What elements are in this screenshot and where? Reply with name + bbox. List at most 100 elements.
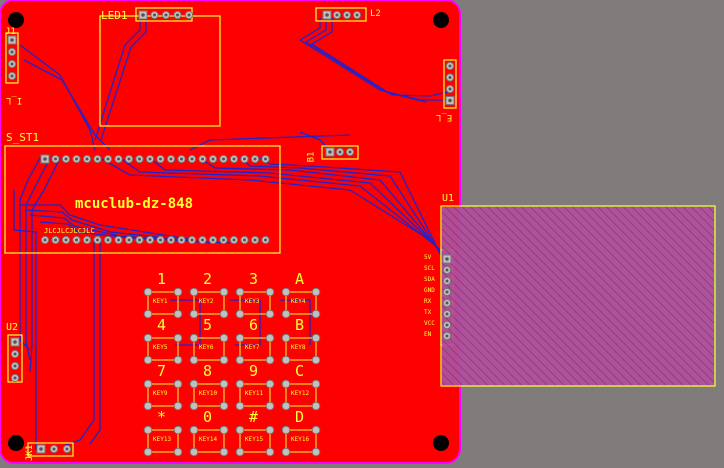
key-pad — [219, 333, 229, 343]
s-st1-bottom-pad-hole — [264, 238, 267, 242]
key-outline — [147, 429, 179, 453]
s-st1-bottom-pad-hole — [190, 238, 194, 242]
key-pad — [189, 401, 199, 411]
key-pad — [189, 425, 199, 435]
key-ref-label: KEY12 — [291, 390, 310, 397]
u1-pin-label: 5V — [424, 254, 432, 261]
s-st1-outline — [4, 145, 281, 254]
key-pad — [235, 425, 245, 435]
key-glyph: * — [157, 408, 167, 426]
key-outline — [147, 383, 179, 407]
key-outline — [193, 429, 225, 453]
i-l-designator: I_L — [6, 95, 23, 105]
s-st1-top-pad-hole — [201, 157, 204, 161]
key-ref-label: KEY10 — [199, 390, 218, 397]
key-outline — [285, 383, 317, 407]
key-glyph: C — [295, 362, 305, 380]
s-st1-top-pad-hole — [85, 157, 89, 161]
s-st1-top-pad-hole — [148, 157, 152, 161]
u2-designator: U2 — [6, 322, 19, 333]
key-pad — [143, 425, 153, 435]
key-pad — [311, 309, 321, 319]
key-ref-label: KEY5 — [153, 344, 168, 351]
s-st1-bottom-pad-hole — [117, 238, 120, 242]
jk1-header-outline — [27, 442, 74, 457]
s-st1-pin-label: JLCJLCJLCJLC — [44, 227, 95, 235]
s-st1-top-pad-hole — [117, 157, 120, 161]
key-pad — [265, 355, 275, 365]
s-st1-bottom-pad-hole — [211, 238, 215, 242]
key-pad — [235, 401, 245, 411]
u1-pin-pad-hole — [445, 323, 449, 327]
left-header-pad-hole — [10, 38, 14, 42]
j1-pad-hole — [141, 13, 145, 17]
key-ref-label: KEY14 — [199, 436, 218, 443]
key-ref-label: KEY7 — [245, 344, 260, 351]
s-st1-designator: S_ST1 — [6, 131, 40, 144]
left-header-pad-hole — [10, 62, 14, 66]
u1-pin-label: VCC — [424, 320, 435, 327]
j1-pad-hole — [187, 13, 191, 17]
l2-pad-hole — [325, 13, 329, 17]
key-outline — [147, 337, 179, 361]
key-pad — [311, 425, 321, 435]
l2-designator: L2 — [370, 9, 381, 19]
key-ref-label: KEY11 — [245, 390, 264, 397]
s-st1-bottom-pad-hole — [96, 238, 99, 242]
mounting-holes — [8, 12, 449, 451]
key-pad — [311, 379, 321, 389]
key-glyph: # — [249, 408, 259, 426]
key-glyph: 5 — [203, 316, 213, 334]
s-st1-top-pad-hole — [138, 157, 141, 161]
l2-pad-hole — [335, 13, 339, 17]
s-st1-bottom-pad-hole — [75, 238, 78, 242]
key-ref-label: KEY6 — [199, 344, 214, 351]
right-header-outline — [443, 59, 457, 109]
right-header-pad-hole — [448, 64, 452, 68]
key-pad — [173, 333, 183, 343]
s-st1-top-pad-hole — [106, 157, 110, 161]
key-pad — [173, 355, 183, 365]
s-st1-top-pad-hole — [54, 157, 57, 161]
s-st1-top-pad-hole — [159, 157, 162, 161]
key-pad — [265, 309, 275, 319]
u2-pad-hole — [13, 352, 17, 356]
key-pad — [143, 287, 153, 297]
key-pad — [235, 309, 245, 319]
key-pad — [281, 447, 291, 457]
key-glyph: 4 — [157, 316, 167, 334]
mounting-hole-top-left — [8, 12, 24, 28]
left-header-pad-hole — [10, 50, 14, 54]
key-glyph: 3 — [249, 270, 259, 288]
key-pad — [311, 447, 321, 457]
u1-pin-label: SCL — [424, 265, 435, 272]
j1-designator: J1 — [5, 27, 16, 37]
u2-pad-hole — [13, 340, 17, 344]
key-pad — [143, 309, 153, 319]
s-st1-bottom-pad-hole — [138, 238, 141, 242]
s-st1-bottom-pad-hole — [54, 238, 57, 242]
key-pad — [189, 309, 199, 319]
u1-pin-pad-hole — [445, 257, 449, 261]
u1-pin-pad-hole — [445, 334, 449, 338]
key-pad — [173, 379, 183, 389]
key-pad — [265, 379, 275, 389]
s-st1-top-pad-hole — [127, 157, 131, 161]
s-st1-bottom-pad-hole — [201, 238, 204, 242]
key-ref-label: KEY15 — [245, 436, 264, 443]
u1-designator: U1 — [442, 193, 455, 204]
key-pad — [235, 287, 245, 297]
key-pad — [219, 309, 229, 319]
key-pad — [143, 355, 153, 365]
e-l-designator: E_L — [436, 112, 453, 122]
mounting-hole-top-right — [433, 12, 449, 28]
s-st1-top-pad-hole — [243, 157, 246, 161]
s-st1-bottom-pad-hole — [64, 238, 68, 242]
u1-pin-pad-hole — [445, 279, 449, 283]
u1-pin-pad-hole — [445, 301, 449, 305]
u1-pin-label: TX — [424, 309, 432, 316]
key-glyph: 7 — [157, 362, 167, 380]
s-st1-top-pad-hole — [43, 157, 47, 161]
s-st1-bottom-pad-hole — [232, 238, 236, 242]
key-pad — [143, 379, 153, 389]
